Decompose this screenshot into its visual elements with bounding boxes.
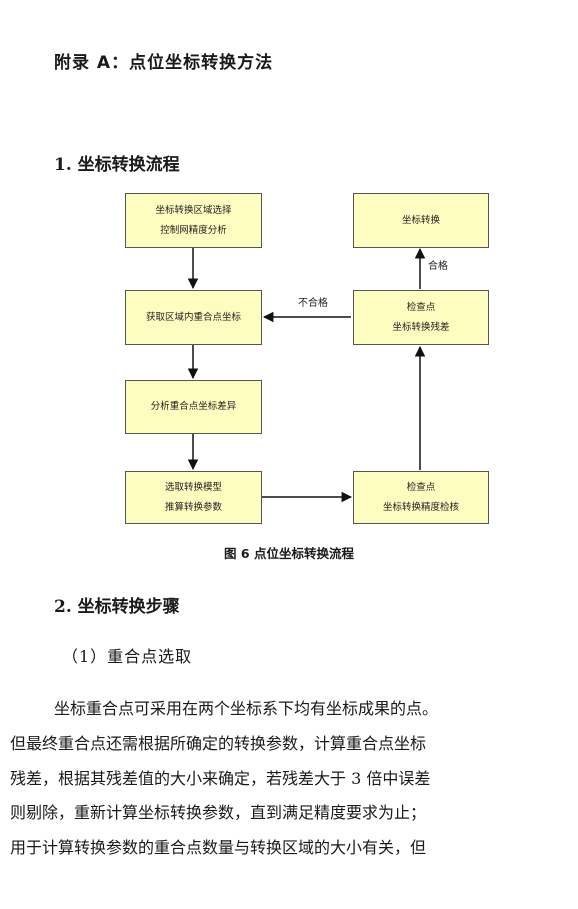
section-2-title: 2. 坐标转换步骤 [54,597,180,617]
flow-box-text: 检查点 [406,301,436,313]
paragraph-line: 坐标重合点可采用在两个坐标系下均有坐标成果的点。 [54,699,439,718]
figure-caption: 图 6 点位坐标转换流程 [224,546,354,561]
body-paragraph: 坐标重合点可采用在两个坐标系下均有坐标成果的点。 但最终重合点还需根据所确定的转… [10,692,570,866]
edge-label-fail: 不合格 [298,298,328,309]
flow-box-text: 推算转换参数 [164,501,222,513]
paragraph-line: 但最终重合点还需根据所确定的转换参数，计算重合点坐标 [10,733,427,753]
flow-box-coordinate-transform: 坐标转换 [353,193,489,248]
edge-label-pass: 合格 [428,261,448,272]
flow-box-select-model: 选取转换模型 推算转换参数 [125,471,262,524]
flow-box-text: 分析重合点坐标差异 [150,401,237,412]
paragraph-line: 用于计算转换参数的重合点数量与转换区域的大小有关，但 [10,838,427,858]
flow-box-text: 坐标转换残差 [392,321,450,333]
appendix-title: 附录 A：点位坐标转换方法 [54,53,274,73]
flow-box-text: 获取区域内重合点坐标 [145,311,241,323]
flow-box-get-coincident-points: 获取区域内重合点坐标 [125,290,262,345]
flow-box-accuracy-check: 检查点 坐标转换精度检核 [353,471,489,524]
subsection-title: （1）重合点选取 [62,647,193,666]
flow-box-text: 坐标转换区域选择 [155,204,232,216]
flow-box-region-selection: 坐标转换区域选择 控制网精度分析 [125,193,262,248]
paragraph-line: 则剔除，重新计算坐标转换参数，直到满足精度要求为止； [10,803,427,823]
flow-box-analyze-differences: 分析重合点坐标差异 [125,380,262,434]
flow-box-text: 检查点 [406,481,436,493]
section-1-title: 1. 坐标转换流程 [54,155,180,175]
flow-box-residuals: 检查点 坐标转换残差 [353,290,489,345]
flow-box-text: 坐标转换 [401,214,440,226]
flow-box-text: 控制网精度分析 [160,224,227,236]
paragraph-line: 残差，根据其残差值的大小来确定，若残差大于 3 倍中误差 [10,768,431,788]
flow-box-text: 坐标转换精度检核 [382,501,459,513]
flow-box-text: 选取转换模型 [164,481,222,493]
